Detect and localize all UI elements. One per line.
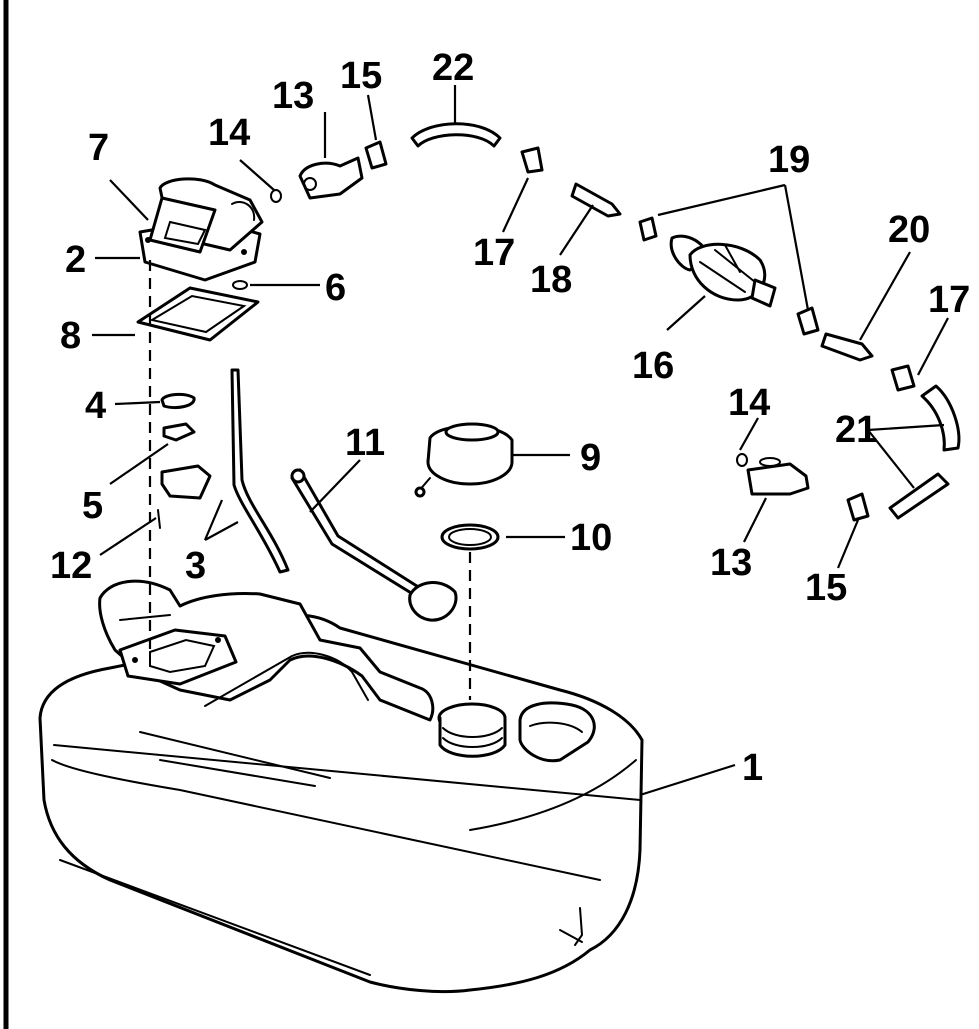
o-ring-14-top [270, 189, 282, 203]
callout-17-right: 17 [928, 279, 970, 321]
pickup-tube [230, 368, 290, 574]
pickup-gasket [136, 286, 260, 342]
fuel-pickup-assembly [138, 177, 264, 282]
callout-2: 2 [65, 239, 86, 281]
o-ring-6 [232, 280, 248, 290]
callout-1: 1 [742, 747, 763, 789]
filler-cap [414, 422, 514, 498]
callout-6: 6 [325, 267, 346, 309]
fuel-hose-22 [410, 122, 502, 148]
fuel-gauge-assembly [290, 468, 458, 622]
callout-14-top: 14 [208, 112, 250, 154]
callout-21: 21 [835, 409, 877, 451]
grommet-part-4 [160, 392, 196, 410]
callout-15-top: 15 [340, 55, 382, 97]
callout-labels: 1 2 3 4 5 6 7 8 9 10 11 12 13 13 14 14 1… [50, 47, 970, 789]
callout-8: 8 [60, 315, 81, 357]
callout-11: 11 [345, 422, 385, 464]
callout-13-top: 13 [272, 75, 314, 117]
clamp-17-right [890, 364, 916, 392]
fuel-tank-body [38, 579, 644, 994]
seal-part-5 [162, 422, 196, 442]
fitting-20 [820, 332, 874, 362]
callout-18: 18 [530, 259, 572, 301]
callout-9: 9 [580, 437, 601, 479]
connector-13-lower [746, 462, 810, 496]
callout-14-lower: 14 [728, 382, 770, 424]
callout-19: 19 [768, 139, 810, 181]
callout-4: 4 [85, 385, 106, 427]
clamp-19-right [796, 306, 820, 336]
clamp-15-lower [846, 492, 870, 522]
callout-16: 16 [632, 345, 674, 387]
callout-15-lower: 15 [805, 567, 847, 609]
clamp-17-left [520, 146, 544, 174]
fuel-hose-21 [920, 384, 961, 452]
callout-20: 20 [888, 209, 930, 251]
callout-10: 10 [570, 517, 612, 559]
callout-7: 7 [88, 127, 109, 169]
callout-3: 3 [185, 545, 206, 587]
callout-22: 22 [432, 47, 474, 89]
adapter-part-12 [160, 464, 212, 500]
clamp-15-top [364, 140, 388, 170]
callout-12: 12 [50, 545, 92, 587]
primer-bulb [638, 216, 777, 308]
callout-5: 5 [82, 485, 103, 527]
leader-lines [92, 85, 949, 797]
callout-17-left: 17 [473, 232, 515, 274]
callout-13-lower: 13 [710, 542, 752, 584]
alignment-lines [148, 260, 472, 700]
o-ring-14-lower [736, 453, 748, 467]
fitting-18 [570, 182, 622, 218]
